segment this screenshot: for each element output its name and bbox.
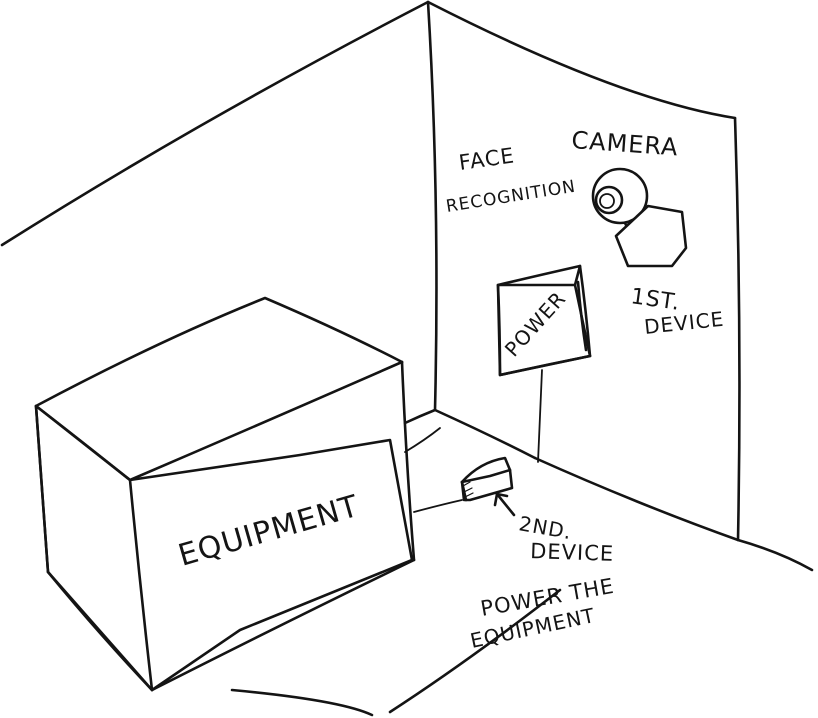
power-box	[496, 264, 592, 377]
second-device-top	[460, 456, 512, 484]
power-box-cable	[537, 369, 543, 463]
face-recognition-line1: FACE	[457, 143, 516, 175]
floor-right-edge	[533, 456, 814, 572]
right-wall-right-edge	[733, 116, 741, 542]
second-device-shade-3	[464, 492, 474, 498]
second-device	[460, 456, 514, 502]
second-device-line2: DEVICE	[530, 539, 615, 566]
second-device-shade-2	[463, 487, 473, 493]
equipment-top-right-edge	[128, 360, 404, 482]
second-device-front	[460, 468, 514, 502]
equipment-front-vertical-mid	[128, 478, 154, 692]
equipment-box	[34, 296, 416, 692]
power-box-top	[496, 264, 582, 287]
right-wall-top-edge	[426, 0, 737, 120]
room-corner-line	[426, 0, 438, 412]
left-wall-top-edge	[0, 0, 430, 247]
camera-label: CAMERA	[571, 126, 680, 161]
device-to-equipment-cable	[413, 499, 463, 513]
second-device-arrow-head	[493, 492, 509, 507]
second-device-arrow	[493, 492, 516, 517]
floor-shadow-line	[404, 427, 441, 453]
power-box-back-edge	[576, 280, 588, 352]
equipment-bottom-right	[150, 558, 416, 692]
equipment-top-front-edge	[34, 404, 132, 482]
floor-back-left-edge-cont	[433, 408, 537, 460]
floor-front-edge	[230, 688, 374, 717]
power-box-front-outline	[496, 283, 592, 377]
first-device	[614, 204, 688, 268]
second-device-shade-1	[462, 481, 471, 487]
power-box-side	[578, 264, 592, 358]
camera-lens-outer	[594, 185, 624, 215]
camera-lens-inner	[599, 193, 615, 209]
floor-back-left-edge	[403, 408, 437, 425]
camera-body	[591, 167, 649, 225]
face-recognition-line2: RECOGNITION	[445, 177, 578, 217]
equipment-bottom-front	[46, 570, 154, 692]
equipment-top-face-back	[34, 296, 404, 408]
second-device-arrow-shaft	[495, 492, 516, 517]
equipment-right-vertical	[400, 360, 416, 562]
equipment-front-vertical-left	[34, 404, 50, 574]
floor-front-right-edge	[388, 588, 562, 714]
